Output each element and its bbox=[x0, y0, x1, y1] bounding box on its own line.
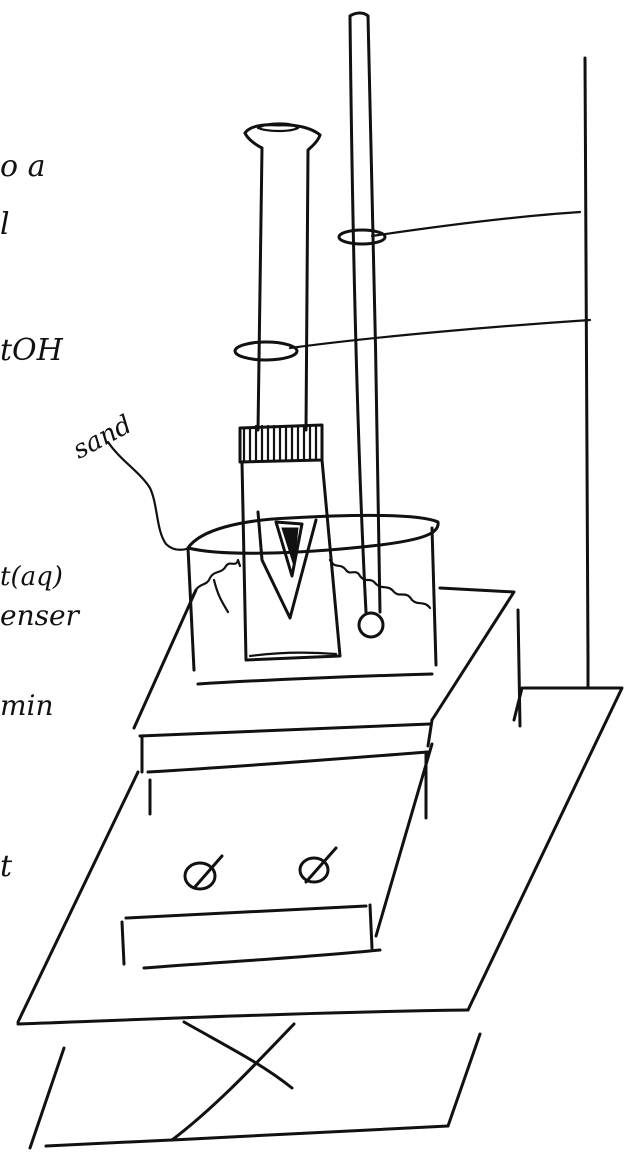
clamp-ring-thermometer bbox=[337, 228, 387, 246]
hot-plate-knob-left bbox=[183, 854, 224, 891]
condenser-tube bbox=[243, 122, 322, 432]
hot-plate-knob-right bbox=[298, 846, 338, 884]
upper-clamp-arm bbox=[370, 210, 582, 238]
left-text-fragment-6: min bbox=[0, 689, 54, 722]
retort-stand-pole bbox=[583, 56, 590, 662]
sand-label-text: sand bbox=[68, 410, 137, 466]
left-text-fragment-3: tOH bbox=[0, 333, 63, 368]
left-text-fragment-2: l bbox=[0, 207, 10, 242]
left-text-fragment-5: enser bbox=[0, 599, 79, 632]
reaction-tube bbox=[240, 458, 342, 662]
sand-bath-beaker bbox=[186, 513, 440, 686]
lower-clamp-arm bbox=[288, 318, 592, 350]
left-text-fragment-7: t bbox=[0, 849, 13, 884]
hot-plate bbox=[120, 586, 522, 970]
lab-jack bbox=[16, 686, 624, 1150]
sand-label: sand bbox=[68, 410, 192, 551]
clamp-ring-condenser bbox=[233, 340, 299, 362]
stopper bbox=[238, 423, 324, 464]
thermometer bbox=[348, 11, 385, 639]
conical-vial bbox=[256, 510, 318, 620]
left-text-fragment-4: t(aq) bbox=[0, 562, 63, 592]
left-text-fragment-1: o a bbox=[0, 149, 46, 184]
sand-surface bbox=[190, 558, 432, 614]
